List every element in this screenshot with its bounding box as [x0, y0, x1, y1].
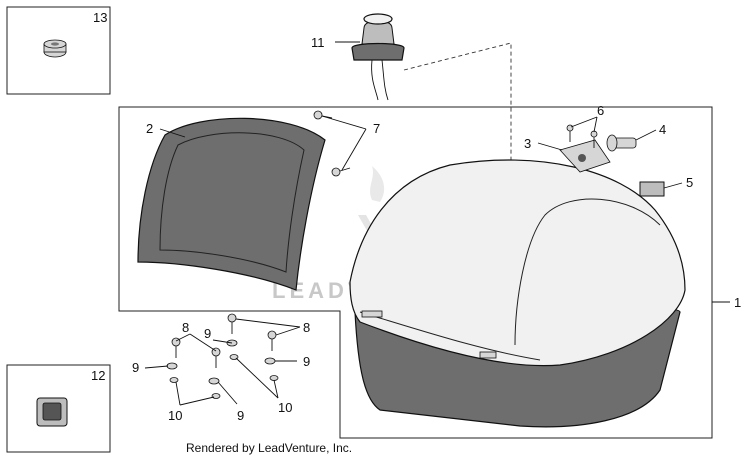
callout-8b: 8 — [303, 320, 310, 335]
callout-9c: 9 — [303, 354, 310, 369]
callout-8a: 8 — [182, 320, 189, 335]
credit-text: Rendered by LeadVenture, Inc. — [186, 441, 352, 455]
reflector-part — [639, 181, 665, 197]
callout-6: 6 — [597, 103, 604, 118]
inset-frame-13 — [6, 6, 111, 95]
beacon-light-part — [351, 13, 405, 101]
callout-9d: 9 — [237, 408, 244, 423]
inset-frame-12 — [6, 364, 111, 453]
screw-part — [313, 110, 351, 177]
callout-10a: 10 — [168, 408, 182, 423]
callout-2: 2 — [146, 121, 153, 136]
callout-11: 11 — [311, 35, 325, 50]
callout-1: 1 — [734, 295, 741, 310]
lock-cylinder-part — [606, 134, 637, 152]
callout-3: 3 — [524, 136, 531, 151]
small-screw-part — [566, 124, 598, 148]
beacon-dashed-leader — [403, 42, 512, 185]
assembly-frame — [118, 106, 713, 439]
grommet-part — [43, 39, 67, 58]
callout-10b: 10 — [278, 400, 292, 415]
callout-7: 7 — [373, 121, 380, 136]
latch-bracket-part — [559, 139, 611, 173]
callout-9a: 9 — [204, 326, 211, 341]
callout-12: 12 — [91, 368, 105, 383]
callout-4: 4 — [659, 122, 666, 137]
leader-lines — [144, 41, 730, 406]
backrest-part — [137, 117, 326, 291]
top-case-part — [349, 159, 686, 428]
callout-5: 5 — [686, 175, 693, 190]
callout-13: 13 — [93, 10, 107, 25]
switch-part — [36, 397, 68, 427]
callout-9b: 9 — [132, 360, 139, 375]
